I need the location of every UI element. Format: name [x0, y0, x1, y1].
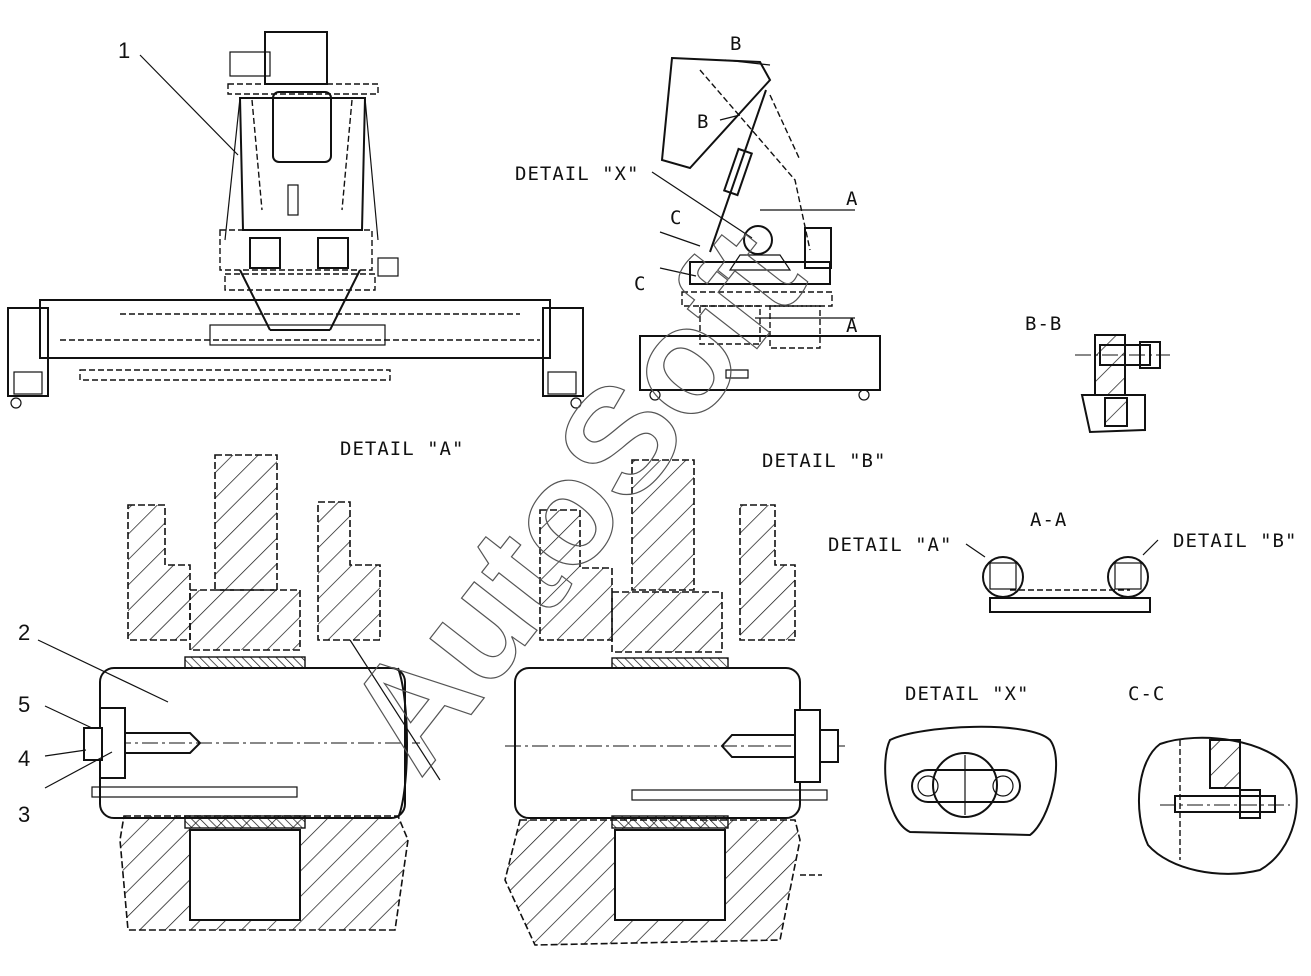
section-mark-a2: A: [846, 315, 858, 337]
section-aa: [965, 539, 1159, 613]
section-bb: [1075, 334, 1170, 434]
label-detail-b-head: DETAIL "B": [762, 450, 886, 472]
callout-1: 1: [118, 38, 130, 63]
leader-hatch: [349, 639, 441, 781]
section-mark-b2: B: [697, 111, 709, 133]
section-mark-b1: B: [730, 33, 742, 55]
section-mark-c2: C: [634, 273, 646, 295]
section-cc: [1137, 736, 1298, 875]
callout-3: 3: [18, 802, 30, 827]
label-detail-a-head: DETAIL "A": [340, 438, 464, 460]
front-view: [7, 31, 584, 409]
leader-5: [44, 705, 93, 729]
label-section-aa: A-A: [1030, 509, 1067, 531]
label-detail-x-bottom: DETAIL "X": [905, 683, 1029, 705]
side-view: [639, 56, 881, 401]
leader-4: [44, 749, 87, 757]
callout-4: 4: [18, 746, 30, 771]
leader-2: [37, 639, 169, 703]
leader-3: [44, 751, 113, 789]
detail-a-view: [83, 454, 420, 931]
leader-1: [139, 54, 239, 156]
label-section-bb: B-B: [1025, 313, 1062, 335]
callout-2: 2: [18, 620, 30, 645]
label-aa-detail-a: DETAIL "A": [828, 534, 952, 556]
label-section-cc: C-C: [1128, 683, 1165, 705]
section-mark-c1: C: [670, 207, 682, 229]
detail-b-view: [504, 459, 845, 946]
section-mark-a1: A: [846, 188, 858, 210]
label-aa-detail-b: DETAIL "B": [1173, 530, 1297, 552]
label-detail-x-top: DETAIL "X": [515, 163, 639, 185]
detail-x-view: [884, 725, 1058, 837]
callout-5: 5: [18, 692, 30, 717]
